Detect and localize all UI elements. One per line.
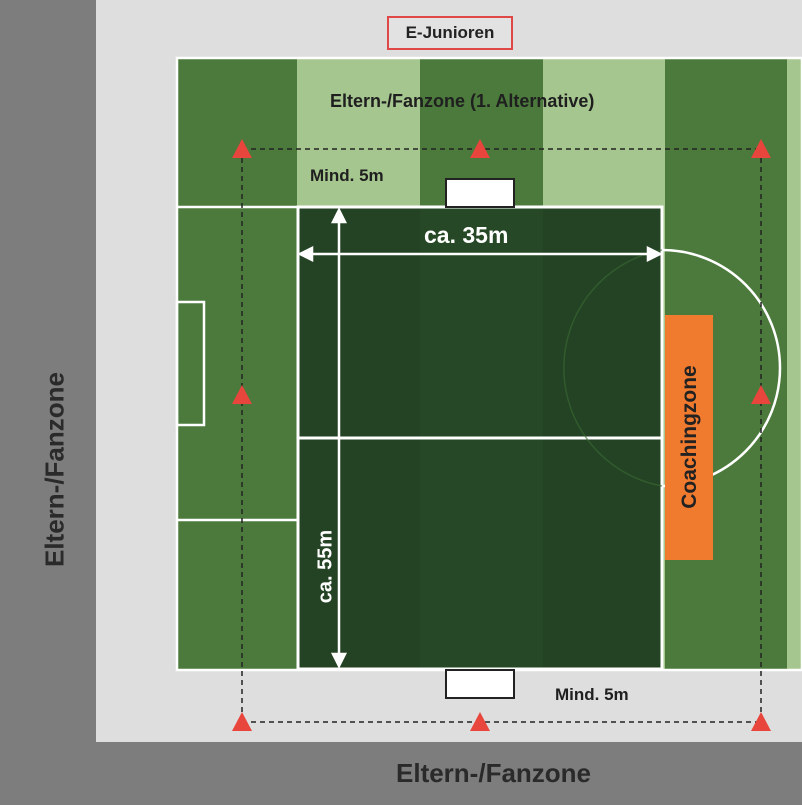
length-arrow xyxy=(330,207,348,669)
width-arrow xyxy=(297,245,663,263)
cone-marker xyxy=(232,385,252,404)
bottom-min-distance-label: Mind. 5m xyxy=(555,685,629,704)
goal-top xyxy=(445,178,515,208)
diagram-title: E-Junioren xyxy=(387,16,513,50)
cone-marker xyxy=(470,712,490,731)
small-field xyxy=(296,205,664,671)
left-fan-zone-label: Eltern-/Fanzone xyxy=(39,372,70,568)
top-min-distance-label: Mind. 5m xyxy=(310,166,384,185)
dashed-boundary xyxy=(241,148,762,723)
width-dimension-label: ca. 35m xyxy=(424,222,509,248)
center-circle-faint xyxy=(563,249,663,487)
top-fan-zone-label: Eltern-/Fanzone (1. Alternative) xyxy=(330,91,595,111)
cone-marker xyxy=(232,139,252,158)
cone-marker xyxy=(751,385,771,404)
bottom-fan-zone-label: Eltern-/Fanzone xyxy=(396,758,592,788)
goal-bottom xyxy=(445,669,515,699)
cone-marker xyxy=(751,139,771,158)
cones xyxy=(232,139,771,731)
coaching-zone-label: Coachingzone xyxy=(678,365,701,509)
length-dimension-label: ca. 55m xyxy=(314,529,337,604)
cone-marker xyxy=(232,712,252,731)
cone-marker xyxy=(751,712,771,731)
cone-marker xyxy=(470,139,490,158)
coaching-zone-box xyxy=(665,315,713,560)
